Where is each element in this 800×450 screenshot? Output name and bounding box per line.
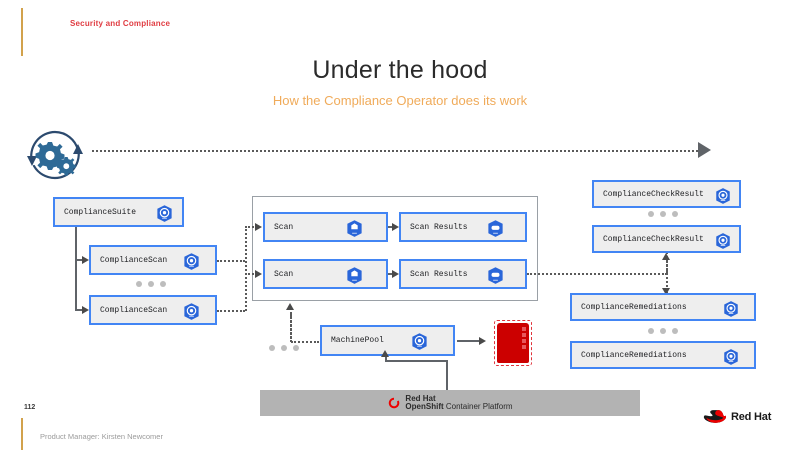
kubernetes-configmap-icon	[486, 266, 505, 290]
kubernetes-crd-icon	[714, 187, 732, 210]
arrow-machinepool-to-group	[286, 303, 294, 310]
dotline-machinepool-feed	[291, 341, 319, 343]
node-label: Scan Results	[410, 269, 468, 279]
arrow-into-scan2	[255, 269, 262, 278]
connector-platform-horizontal	[385, 360, 448, 362]
node-label: ComplianceCheckResult	[603, 234, 704, 244]
kubernetes-crd-icon	[714, 232, 732, 255]
node-scan-results-2[interactable]: Scan Results	[399, 259, 527, 289]
kubernetes-crd-icon	[722, 348, 740, 371]
dotline-scan1-feed	[217, 260, 245, 262]
arrow-suite-to-scan2	[82, 305, 89, 314]
gears-refresh-icon	[27, 130, 83, 180]
kubernetes-crd-icon	[155, 204, 174, 228]
node-compliance-remediations-2[interactable]: ComplianceRemediations	[570, 341, 756, 369]
dotline-into-scan2	[245, 273, 257, 275]
red-hat-logo-text: Red Hat	[731, 410, 772, 423]
page-number: 112	[24, 404, 36, 411]
timeline-dotted-line	[92, 150, 698, 152]
node-label: Scan Results	[410, 222, 468, 232]
node-label: ComplianceRemediations	[581, 302, 687, 312]
red-hat-openshift-icon	[389, 397, 400, 409]
node-compliance-check-result-1[interactable]: ComplianceCheckResult	[592, 180, 741, 208]
platform-product-rest: Container Platform	[443, 402, 513, 411]
node-label: Scan	[274, 269, 294, 279]
accent-bar-top	[21, 8, 23, 56]
byline-label: Product Manager: Kirsten Newcomer	[40, 432, 163, 441]
dotline-scan2-feed	[217, 310, 245, 312]
kubernetes-pod-icon	[345, 219, 364, 243]
kubernetes-crd-icon	[722, 300, 740, 323]
kubernetes-pod-icon	[345, 266, 364, 290]
arrow-scan1-to-results1	[392, 222, 399, 231]
dotline-checkresult-remediation	[666, 258, 668, 294]
arrow-platform-to-machinepool	[381, 350, 389, 357]
node-compliance-scan-2[interactable]: ComplianceScan	[89, 295, 217, 325]
node-label: ComplianceCheckResult	[603, 189, 704, 199]
dotline-results-to-checkresults	[527, 273, 667, 275]
connector-suite-to-scan2	[75, 309, 84, 311]
kubernetes-crd-icon	[182, 252, 201, 276]
connector-scan2-to-results2	[388, 273, 394, 275]
red-hat-logo: Red Hat	[703, 408, 771, 425]
node-compliance-check-result-2[interactable]: ComplianceCheckResult	[592, 225, 741, 253]
node-compliance-remediations-1[interactable]: ComplianceRemediations	[570, 293, 756, 321]
ellipsis-remediations	[648, 328, 678, 334]
kubernetes-crd-icon	[410, 332, 429, 356]
node-scan-results-1[interactable]: Scan Results	[399, 212, 527, 242]
node-compliance-scan-1[interactable]: ComplianceScan	[89, 245, 217, 275]
connector-machinepool-to-node	[457, 340, 483, 342]
scan-group-container	[252, 196, 538, 301]
node-label: ComplianceScan	[100, 305, 168, 315]
page-title: Under the hood	[312, 56, 488, 84]
node-label: ComplianceScan	[100, 255, 168, 265]
platform-brand: Red Hat	[405, 393, 436, 403]
cluster-node-red-icon	[494, 320, 532, 366]
connector-suite-trunk	[75, 227, 77, 311]
ellipsis-machinepool	[269, 345, 299, 351]
kubernetes-crd-icon	[182, 302, 201, 326]
node-scan-2[interactable]: Scan	[263, 259, 388, 289]
connector-platform-riser	[446, 360, 448, 390]
eyebrow-label: Security and Compliance	[70, 19, 171, 28]
page-subtitle: How the Compliance Operator does its wor…	[272, 93, 528, 108]
arrow-into-scan1	[255, 222, 262, 231]
arrow-up-to-checkresult	[662, 253, 670, 260]
node-label: MachinePool	[331, 336, 384, 345]
dotline-scan-trunk	[245, 226, 247, 311]
arrow-down-to-remediation	[662, 288, 670, 295]
dotline-into-scan1	[245, 226, 257, 228]
red-hat-fedora-icon	[703, 410, 726, 423]
connector-machinepool-stem	[385, 356, 387, 362]
openshift-platform-bar: Red Hat OpenShift Container Platform	[260, 390, 640, 416]
node-compliance-suite[interactable]: ComplianceSuite	[53, 197, 184, 227]
connector-suite-to-scan1	[75, 259, 84, 261]
node-label: ComplianceSuite	[64, 207, 137, 217]
platform-product-bold: OpenShift	[405, 402, 444, 411]
arrow-suite-to-scan1	[82, 255, 89, 264]
dotline-group-riser	[290, 314, 292, 342]
timeline-arrowhead	[698, 142, 711, 158]
node-scan-1[interactable]: Scan	[263, 212, 388, 242]
kubernetes-configmap-icon	[486, 219, 505, 243]
arrow-machinepool-to-node	[479, 336, 486, 345]
ellipsis-check-results	[648, 211, 678, 217]
accent-bar-bottom	[21, 418, 23, 450]
node-label: ComplianceRemediations	[581, 350, 687, 360]
node-label: Scan	[274, 222, 294, 232]
arrow-scan2-to-results2	[392, 269, 399, 278]
ellipsis-compliance-scans	[136, 281, 166, 287]
connector-scan1-to-results1	[388, 226, 394, 228]
